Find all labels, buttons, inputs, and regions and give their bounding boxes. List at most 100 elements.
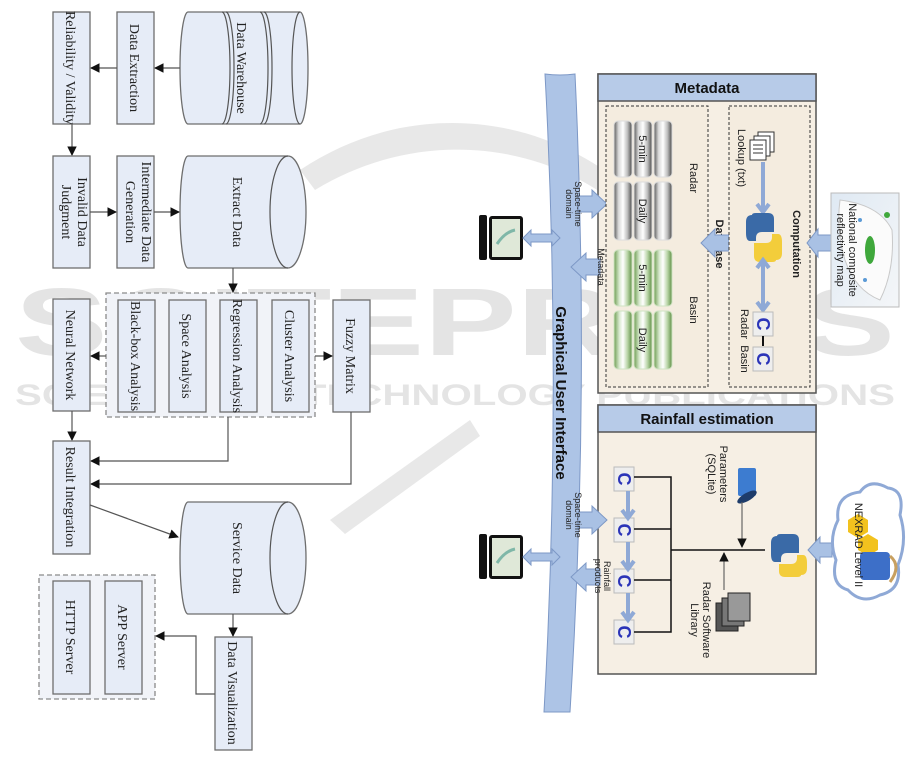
neural-network-label: Neural Network: [62, 310, 77, 401]
metadata-title: Metadata: [674, 80, 740, 97]
python-c-double-arrow: [755, 256, 771, 314]
parameters-label-2: (SQLite): [705, 454, 717, 495]
arrow-visualization-to-servers: [155, 631, 215, 695]
basin-daily-db-icon: [613, 310, 673, 370]
svg-text:C: C: [614, 473, 634, 486]
svg-text:C: C: [614, 626, 634, 639]
space-time-domain-arrow-rainfall: [577, 504, 608, 536]
cluster-analysis-label: Cluster Analysis: [281, 310, 296, 402]
result-integration-label: Result Integration: [62, 447, 77, 548]
map-to-computation-arrow: [806, 227, 833, 259]
data-visualization-box: [214, 636, 253, 751]
svg-text:C: C: [614, 524, 634, 537]
service-data-cylinder: [179, 501, 307, 615]
data-warehouse-label: Data Warehouse: [233, 22, 248, 114]
result-integration-box: [52, 440, 91, 555]
rainfall-title: Rainfall estimation: [640, 411, 773, 428]
c-module-chain: C C C C: [613, 466, 636, 645]
space-analysis-box: [168, 299, 207, 413]
tablet-gui-double-arrow-bottom[interactable]: [522, 547, 561, 567]
regression-analysis-label: Regression Analysis: [229, 299, 244, 413]
rainfall-bus-lines: [634, 476, 765, 633]
blackbox-analysis-box: [117, 299, 156, 413]
data-warehouse-cylinder: [179, 11, 309, 125]
svg-text:C: C: [753, 353, 773, 366]
space-time-domain-arrow-metadata: [577, 188, 608, 220]
c-radar-label: Radar: [738, 309, 750, 339]
c-basin-label: Basin: [738, 345, 750, 373]
rainfall-products-arrow: [570, 561, 601, 593]
tablet-device-bottom: [479, 534, 523, 579]
computation-label: Computation: [790, 210, 802, 278]
basin-5min-label: 5-min: [636, 264, 648, 292]
svg-text:C: C: [614, 575, 634, 588]
lookup-file-icon: [749, 131, 775, 161]
library-label-2: Library: [688, 603, 700, 637]
radar-5min-label: 5-min: [636, 135, 648, 163]
intermediate-data-label-2: Generation: [122, 181, 137, 243]
gui-label: Graphical User Interface: [552, 306, 569, 479]
radar-daily-db-icon: [613, 181, 673, 241]
right-architecture: Graphical User Interface Metadata Space-…: [479, 73, 905, 713]
blackbox-analysis-label: Black-box Analysis: [127, 301, 142, 411]
radar-db-label: Radar: [687, 163, 699, 193]
national-reflectivity-map-image: [830, 192, 900, 308]
data-extraction-box: [116, 11, 155, 125]
data-extraction-label: Data Extraction: [126, 24, 141, 112]
space-analysis-label: Space Analysis: [178, 313, 193, 398]
python-logo-rainfall-icon: [771, 534, 807, 577]
c-source-basin-icon: C: [752, 346, 774, 372]
basin-db-label: Basin: [687, 296, 699, 324]
c-module-1-icon: [613, 466, 635, 492]
http-server-label: HTTP Server: [62, 600, 77, 675]
arrow-fuzzy-to-result: [90, 412, 352, 489]
extract-data-cylinder: [179, 155, 307, 269]
space-time-label-2: domain: [564, 189, 574, 219]
sqlite-parameters-icon: [737, 468, 757, 504]
space-time-label-1: Space-time: [573, 181, 583, 227]
tablet-gui-double-arrow-top[interactable]: [522, 228, 561, 248]
arrow-result-to-service: [89, 504, 179, 539]
cluster-analysis-box: [271, 299, 310, 413]
rainfall-products-label-1: Rainfall: [602, 561, 612, 591]
c-module-2-icon: [613, 517, 635, 543]
parameters-label-1: Parameters: [717, 446, 729, 503]
lookup-label: Lookup (txt): [735, 129, 747, 187]
metadata-output-label: Metadata: [596, 248, 606, 286]
radar-daily-label: Daily: [636, 199, 648, 224]
invalid-data-label-2: Judgment: [58, 185, 73, 240]
reliability-validity-box: [52, 11, 91, 125]
rainfall-space-time-label-2: domain: [564, 500, 574, 530]
nexrad-cloud-icon: [831, 482, 905, 601]
rainfall-header: [597, 404, 817, 433]
http-server-box: [52, 580, 91, 695]
metadata-output-arrow: [570, 251, 601, 283]
rainfall-space-time-label-1: Space-time: [573, 492, 583, 538]
regression-analysis-box: [219, 299, 258, 413]
app-server-box: [104, 580, 143, 695]
reliability-validity-label: Reliability / Validity: [62, 11, 77, 125]
python-logo-icon: [746, 213, 782, 262]
map-label-1: National composite: [846, 203, 858, 297]
basin-daily-label: Daily: [636, 328, 648, 353]
tablet-device-top: [479, 215, 523, 260]
nexrad-label: NEXRAD Level II: [852, 503, 864, 587]
arrow-regression-to-result: [90, 417, 229, 466]
map-label-2: reflectivity map: [834, 213, 846, 286]
fuzzy-matrix-label: Fuzzy Matrix: [342, 318, 357, 394]
c-module-3-icon: [613, 568, 635, 594]
radar-software-library-icon: [715, 592, 751, 632]
intermediate-data-label-1: Intermediate Data: [138, 162, 153, 263]
lookup-to-python-arrow: [755, 162, 771, 216]
data-visualization-label: Data Visualization: [224, 641, 239, 744]
left-flowchart: Reliability / Validity Data Extraction D…: [38, 11, 371, 751]
metadata-header: [597, 73, 817, 102]
watermark-slash: [330, 420, 480, 534]
nexrad-to-python-arrow: [807, 535, 833, 565]
computation-to-database-arrow: [700, 227, 730, 259]
radar-5min-db-icon: [613, 120, 673, 178]
service-data-label: Service Data: [229, 522, 244, 595]
svg-text:C: C: [753, 318, 773, 331]
basin-5min-db-icon: [613, 249, 673, 307]
